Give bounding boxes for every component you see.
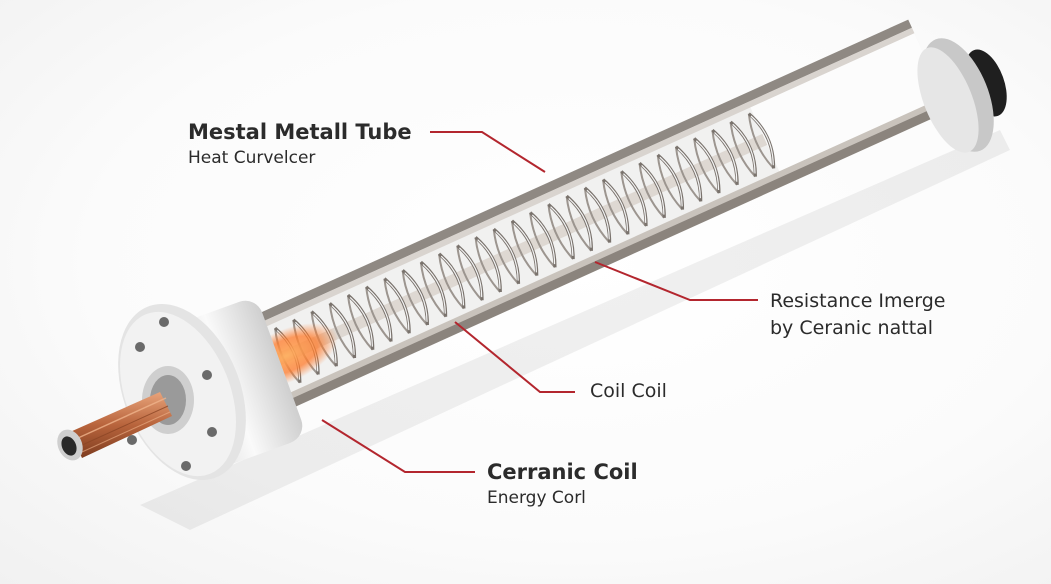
coil-turn-back bbox=[383, 278, 410, 334]
coil-turn-back bbox=[674, 146, 702, 203]
bolt-hole-icon bbox=[181, 461, 191, 471]
coil-turn-highlight bbox=[641, 165, 665, 215]
coil-turn-back bbox=[656, 154, 684, 211]
coil-turn-back bbox=[602, 179, 629, 235]
callout-coil: Coil Coil bbox=[590, 378, 667, 405]
coil-turn-back bbox=[583, 187, 611, 244]
coil-turn-highlight bbox=[495, 231, 519, 281]
coil-turn-back bbox=[693, 138, 720, 194]
bolt-hole-icon bbox=[135, 342, 145, 352]
bolt-hole-icon bbox=[207, 427, 217, 437]
coil-turn-back bbox=[529, 212, 556, 268]
coil-turn-back bbox=[438, 253, 465, 310]
coil-turn-highlight bbox=[750, 115, 774, 166]
coil-turn-highlight bbox=[732, 123, 756, 174]
coil-turn-back bbox=[510, 220, 538, 277]
bolt-hole-icon bbox=[159, 317, 169, 327]
coil-turn-highlight bbox=[550, 206, 574, 256]
coil-turn-back bbox=[492, 229, 520, 285]
coil-turn-highlight bbox=[331, 305, 355, 355]
ground-shadow bbox=[140, 130, 1010, 530]
copper-wire-icon bbox=[57, 392, 172, 461]
callout-title: Cerranic Coil bbox=[487, 460, 638, 484]
coil-turn-highlight bbox=[367, 288, 392, 339]
callout-resistance: Resistance Imerge by Ceranic nattal bbox=[770, 288, 945, 342]
coil-turn-highlight bbox=[531, 214, 556, 265]
coil-turn-back bbox=[638, 163, 665, 219]
right-end-cap bbox=[917, 38, 1007, 153]
callout-line-1: Resistance Imerge bbox=[770, 290, 946, 312]
metal-tube bbox=[179, 19, 950, 441]
coil-turn-highlight bbox=[586, 189, 610, 240]
coil-turn-back bbox=[401, 270, 429, 326]
coil-turn-highlight bbox=[604, 181, 629, 232]
coil-turn-highlight bbox=[349, 296, 373, 347]
coil-turn-highlight bbox=[695, 140, 720, 190]
coil-turn-back bbox=[729, 121, 757, 178]
coil-turn-back bbox=[547, 204, 574, 260]
coil-turn-highlight bbox=[440, 255, 465, 306]
coil-turn-back bbox=[346, 294, 374, 351]
callout-title: Coil Coil bbox=[590, 380, 667, 402]
callout-subtitle: Energy Corl bbox=[487, 488, 586, 508]
coil-turn-back bbox=[419, 262, 447, 318]
leader-lines bbox=[321, 131, 758, 473]
coil-turn-highlight bbox=[386, 280, 410, 331]
coil-turn-back bbox=[747, 113, 775, 170]
coil-turn-back bbox=[474, 237, 501, 293]
coil-turn-highlight bbox=[623, 173, 647, 223]
callout-subtitle: Heat Curvelcer bbox=[188, 148, 316, 168]
bolt-hole-icon bbox=[202, 370, 212, 380]
coil-turn-back bbox=[328, 303, 356, 359]
coil-turn-highlight bbox=[677, 148, 701, 199]
coil-turn-highlight bbox=[513, 222, 537, 273]
coil-turn-highlight bbox=[659, 156, 683, 207]
coil-turn-back bbox=[365, 286, 392, 343]
coil-turn-highlight bbox=[459, 247, 483, 298]
coil-turn-back bbox=[565, 196, 593, 252]
coil-turn-highlight bbox=[422, 263, 446, 314]
coil-turn-highlight bbox=[404, 272, 428, 322]
coil-turn-back bbox=[711, 130, 738, 186]
leader-coil bbox=[454, 321, 575, 393]
coil-turn-back bbox=[620, 171, 647, 227]
leader-resistance bbox=[594, 261, 758, 301]
coil-turn-highlight bbox=[714, 132, 738, 182]
callout-metal-tube: Mestal Metall Tube Heat Curvelcer bbox=[188, 119, 412, 171]
bolt-hole-icon bbox=[127, 435, 137, 445]
leader-ceramic bbox=[321, 419, 475, 473]
coil-turn-highlight bbox=[477, 239, 501, 289]
coil-turn-back bbox=[292, 319, 319, 376]
callout-title: Mestal Metall Tube bbox=[188, 120, 412, 144]
callout-line-2: by Ceranic nattal bbox=[770, 317, 934, 339]
leader-tube bbox=[430, 131, 546, 173]
callout-ceramic-coil: Cerranic Coil Energy Corl bbox=[487, 459, 638, 511]
coil-turn-back bbox=[456, 245, 483, 301]
coil-turn-highlight bbox=[568, 198, 592, 248]
